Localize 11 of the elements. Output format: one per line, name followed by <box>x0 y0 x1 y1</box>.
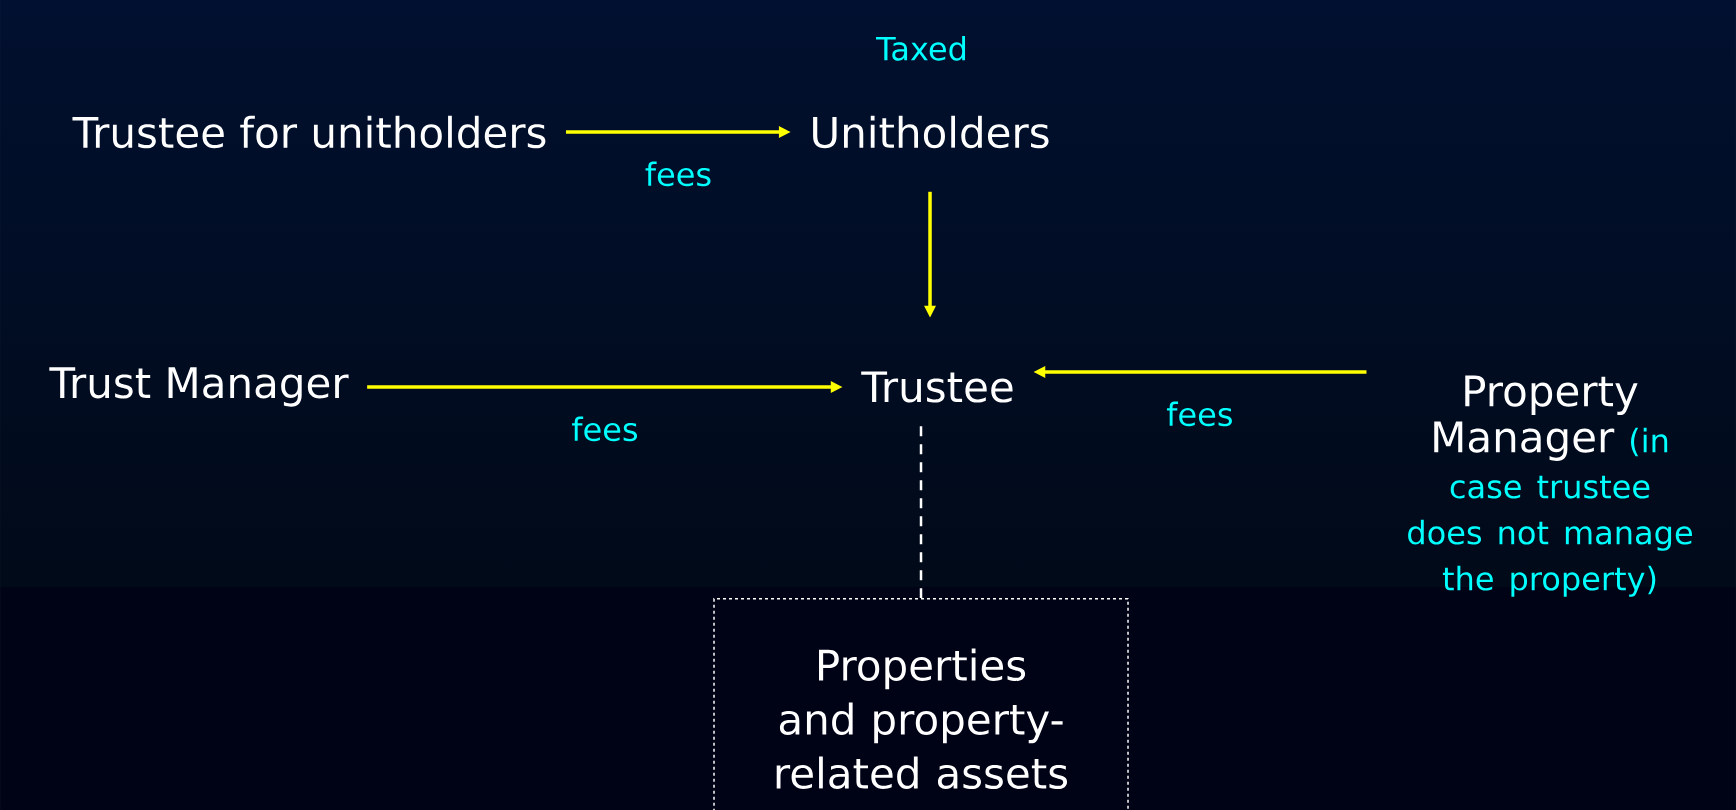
party-label: Unitholders <box>813 115 1049 149</box>
party-label: Trust Manager <box>49 367 349 407</box>
connector-line <box>919 426 923 598</box>
edge-label: fees <box>572 416 638 442</box>
edge-label: fees <box>645 161 711 187</box>
note-label: Taxed <box>876 35 966 61</box>
party-label: Trustee <box>861 371 1013 403</box>
asset-box: Properties and property-related assets <box>713 598 1129 810</box>
party-label: Trustee for unitholders <box>72 115 546 149</box>
party-label: Property Manager (in case trustee does not manage the property) <box>1408 375 1692 597</box>
edge-label: fees <box>1166 401 1232 427</box>
